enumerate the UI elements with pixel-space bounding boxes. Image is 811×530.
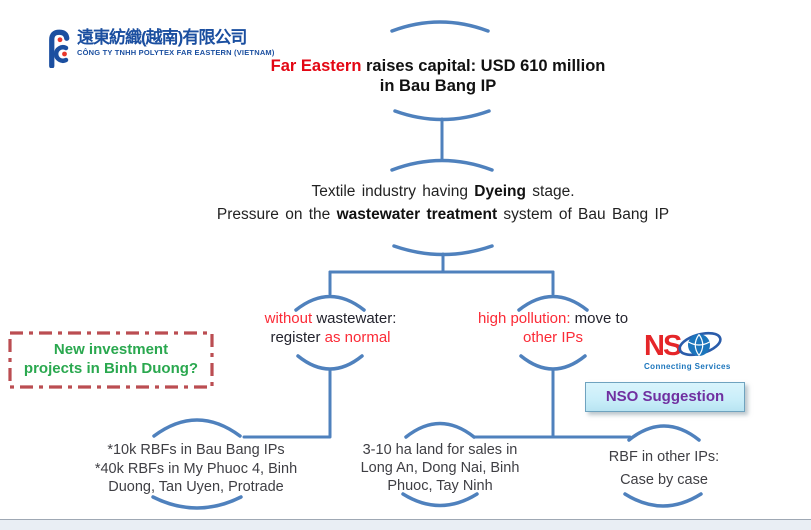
context-l2-pre: Pressure on the — [216, 205, 337, 223]
outcome-left-line3: Duong, Tan Uyen, Protrade — [108, 479, 284, 495]
slide-bottom-edge — [0, 519, 811, 530]
title-company-highlight: Far Eastern — [270, 57, 362, 75]
title-node: Far Eastern raises capital: USD 610 mill… — [263, 57, 613, 96]
company-logo-icon — [49, 29, 70, 68]
context-l1-pre: Textile industry having — [311, 183, 475, 200]
note-line1: New investment — [53, 341, 169, 358]
outcome-left-line2: *40k RBFs in My Phuoc 4, Binh — [94, 461, 298, 477]
branch-without-wastewater: without wastewater: register as normal — [243, 309, 418, 347]
context-dyeing-highlight: Dyeing — [474, 183, 526, 200]
context-to-branches-connector — [328, 252, 555, 296]
context-l2-post: system of Bau Bang IP — [497, 205, 670, 223]
context-wastewater-bold: wastewater treatment — [336, 205, 498, 223]
note-text: New investment projects in Binh Duong? — [8, 340, 214, 378]
company-logo: 遠東紡織(越南)有限公司 CÔNG TY TNHH POLYTEX FAR EA… — [45, 28, 275, 68]
note-line2: projects in Binh Duong? — [23, 360, 199, 377]
branch-left-red2: as normal — [324, 329, 391, 346]
outcome-middle-line3: Phuoc, Tay Ninh — [387, 478, 493, 494]
outcome-right-line2: Case by case — [620, 472, 708, 488]
branch-right-dark1: move to — [570, 310, 629, 327]
branch-right-red1: high pollution: — [477, 310, 571, 327]
outcome-land-for-sales: 3-10 ha land for sales in Long An, Dong … — [330, 441, 550, 495]
branch-left-red1: without — [264, 310, 313, 327]
outcome-middle-line2: Long An, Dong Nai, Binh — [360, 460, 520, 476]
outcome-rbf-other-ips: RBF in other IPs: Case by case — [578, 446, 750, 492]
nso-wordmark: NS — [644, 330, 682, 362]
branch-high-pollution: high pollution: move to other IPs — [464, 309, 642, 347]
outcome-middle-line1: 3-10 ha land for sales in — [362, 442, 518, 458]
company-name-vietnamese: CÔNG TY TNHH POLYTEX FAR EASTERN (VIETNA… — [77, 48, 275, 57]
branch-right-red2: other IPs — [522, 329, 584, 346]
branch-left-to-outcome-elbow — [242, 367, 332, 439]
nso-logo: NS Connecting Services — [644, 331, 734, 371]
note-box-dashed-border — [8, 331, 214, 389]
nso-suggestion-label: NSO Suggestion — [605, 388, 725, 405]
outcome-left-line1: *10k RBFs in Bau Bang IPs — [107, 442, 285, 458]
note-box-new-investment: New investment projects in Binh Duong? — [8, 331, 214, 389]
context-node: Textile industry having Dyeing stage. Pr… — [178, 181, 708, 226]
nso-globe-icon — [678, 331, 722, 357]
title-rest: raises capital: USD 610 million — [361, 57, 606, 75]
nso-tagline: Connecting Services — [644, 362, 731, 371]
context-l1-post: stage. — [525, 183, 575, 200]
outcome-right-line1: RBF in other IPs: — [608, 449, 720, 465]
nso-suggestion-box: NSO Suggestion — [585, 382, 745, 412]
title-line2: in Bau Bang IP — [379, 76, 497, 95]
outcome-bau-bang: *10k RBFs in Bau Bang IPs *40k RBFs in M… — [80, 441, 312, 496]
branch-left-dark2: register — [270, 329, 325, 346]
company-name-chinese: 遠東紡織(越南)有限公司 — [77, 28, 247, 47]
branch-left-dark1: wastewater: — [312, 310, 397, 327]
